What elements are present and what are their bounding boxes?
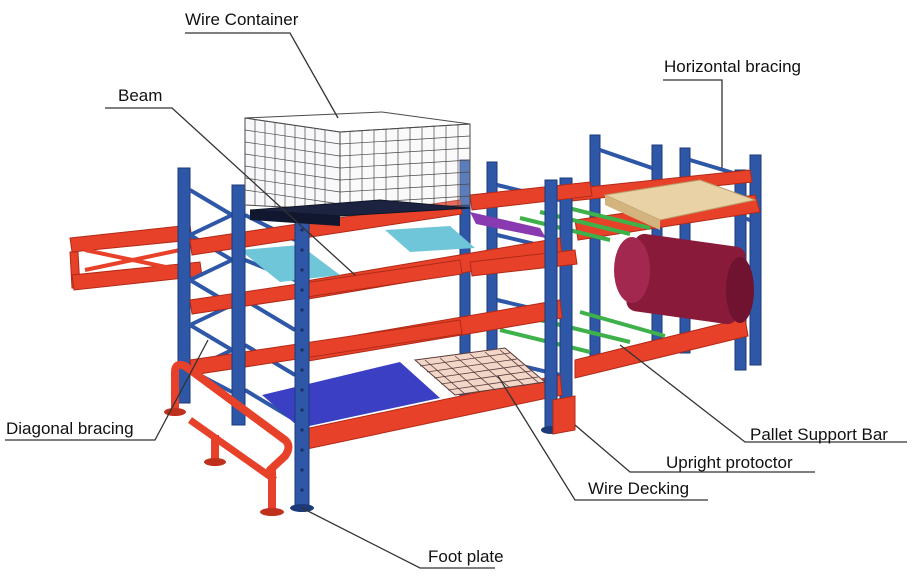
wire-container-shape — [244, 111, 471, 226]
label-beam: Beam — [118, 86, 162, 105]
cyan-panel-right — [385, 226, 475, 252]
overhang-top-beam — [69, 224, 193, 253]
purple-bar — [470, 212, 546, 238]
label-foot-plate: Foot plate — [428, 547, 504, 566]
leader-wire-container — [185, 32, 339, 119]
right-back-upright-4 — [749, 154, 762, 366]
label-wire-container: Wire Container — [185, 10, 299, 29]
left-frame-diagonal-bracing — [189, 213, 233, 372]
upright-right-mid — [559, 177, 573, 419]
wire-container-base-side — [250, 210, 340, 226]
leader-pallet-support-bar — [619, 344, 907, 443]
safety-guard — [164, 360, 293, 516]
upright-left-back — [177, 167, 191, 404]
left-overhang-frame — [69, 224, 203, 291]
overhang-cross — [84, 248, 181, 272]
label-diagonal-bracing: Diagonal bracing — [6, 419, 134, 438]
leader-diagonal-bracing — [5, 339, 209, 441]
leader-horizontal-bracing — [663, 79, 723, 168]
upright-protector-shape — [552, 395, 576, 435]
leader-wire-decking — [497, 375, 708, 501]
right-lower-beam — [574, 317, 749, 379]
label-horizontal-bracing: Horizontal bracing — [664, 57, 801, 76]
label-pallet-support-bar: Pallet Support Bar — [750, 425, 888, 444]
label-upright-protector: Upright protoctor — [666, 453, 793, 472]
back-mid-beam — [189, 259, 463, 315]
leader-foot-plate — [301, 507, 495, 569]
wooden-pallet — [603, 179, 757, 221]
front-main-upright — [294, 209, 310, 511]
right-rack — [499, 134, 762, 379]
leader-lines — [5, 32, 907, 569]
front-left-upright — [231, 184, 246, 426]
leader-beam — [105, 107, 356, 276]
labels: Wire Container Horizontal bracing Beam D… — [6, 10, 888, 566]
leader-upright-protector — [574, 424, 815, 473]
wooden-pallet-side — [605, 195, 660, 230]
cyan-panel-left — [240, 245, 340, 282]
drum — [614, 233, 754, 325]
label-wire-decking: Wire Decking — [588, 479, 689, 498]
front-right-upright — [544, 179, 558, 431]
main-rack — [177, 159, 593, 512]
